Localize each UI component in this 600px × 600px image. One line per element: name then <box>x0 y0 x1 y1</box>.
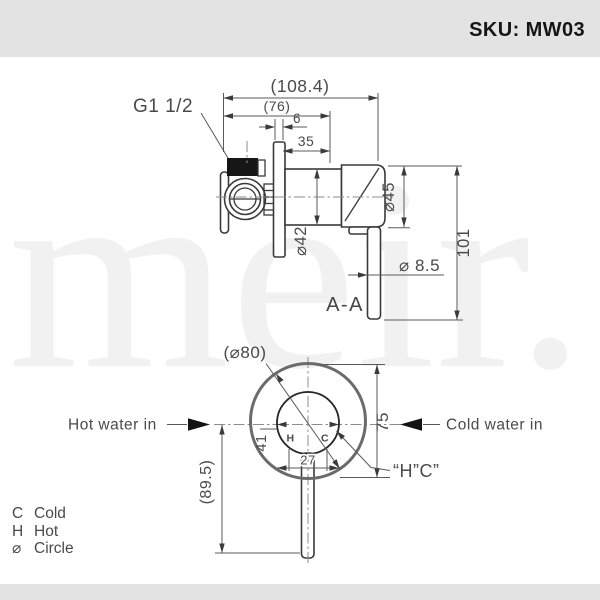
dim-75-label: 75 <box>373 412 392 432</box>
legend-label: Cold <box>34 505 66 522</box>
legend-label: Circle <box>34 540 74 557</box>
sku-label: SKU: MW03 <box>469 19 585 41</box>
dim-d42: ⌀42 <box>292 169 320 256</box>
hot-mark: H <box>286 433 294 445</box>
symbol-legend: C Cold H Hot ⌀ Circle <box>12 505 74 558</box>
legend-symbol: C <box>12 505 24 522</box>
legend-row: ⌀ Circle <box>12 540 74 558</box>
dim-d85-label: ⌀ 8.5 <box>399 256 440 275</box>
lever-side <box>366 226 382 320</box>
cold-mark: C <box>321 433 329 445</box>
dim-895-label: (89.5) <box>198 460 215 505</box>
header-bar <box>0 0 600 57</box>
handle-cap-front <box>276 391 340 455</box>
cold-arrow-icon <box>400 418 422 431</box>
handle-cap-side <box>340 164 386 228</box>
hot-water-label: Hot water in <box>68 417 157 434</box>
dim-41-label: 41 <box>254 434 270 451</box>
dim-101-label: 101 <box>455 228 473 257</box>
dim-d45: ⌀45 <box>380 165 462 229</box>
legend-row: H Hot <box>12 523 74 541</box>
cold-water-label: Cold water in <box>446 417 543 434</box>
dim-27-label: 27 <box>300 453 315 468</box>
dim-75: 75 <box>320 364 392 478</box>
legend-label: Hot <box>34 522 59 540</box>
hc-label: “H”C” <box>393 461 439 481</box>
dim-d85: ⌀ 8.5 <box>348 256 444 278</box>
dim-d80: (⌀80) <box>224 343 342 471</box>
dim-41: 41 <box>254 421 339 452</box>
legend-symbol: H <box>12 522 24 540</box>
dim-35: 35 <box>283 133 330 154</box>
dim-6-label: 6 <box>293 111 301 126</box>
dim-d42-label: ⌀42 <box>292 226 310 256</box>
dim-101: 101 <box>384 166 473 321</box>
legend-symbol: ⌀ <box>12 540 22 557</box>
dim-d80-label: (⌀80) <box>224 343 267 362</box>
dim-6: 6 <box>259 111 307 140</box>
footer-bar <box>0 584 600 600</box>
hot-water-callout: Hot water in <box>68 417 210 434</box>
section-label: A-A <box>326 294 364 316</box>
dim-895: (89.5) <box>198 425 300 554</box>
hc-callout: “H”C” <box>334 429 439 481</box>
dim-d45-label: ⌀45 <box>380 182 398 212</box>
dim-76: (76) <box>223 98 331 163</box>
cold-water-callout: Cold water in <box>400 417 543 434</box>
hot-arrow-icon <box>188 418 210 431</box>
sectioned-thread-port <box>227 158 258 176</box>
wall-plate-front <box>249 362 367 480</box>
dim-76-label: (76) <box>264 98 291 114</box>
thread-label: G1 1/2 <box>133 96 193 117</box>
dim-108-label: (108.4) <box>271 76 330 96</box>
front-view-drawing: H C (⌀80) 75 41 <box>68 343 543 565</box>
legend-row: C Cold <box>12 505 74 523</box>
dim-35-label: 35 <box>298 133 315 149</box>
valve-body <box>219 158 275 234</box>
dim-27: 27 <box>277 449 339 471</box>
dim-108: (108.4) <box>223 76 379 161</box>
side-view-drawing: G1 1/2 (108.4) (76) 6 <box>133 76 473 321</box>
wall-plate-side <box>272 141 286 258</box>
